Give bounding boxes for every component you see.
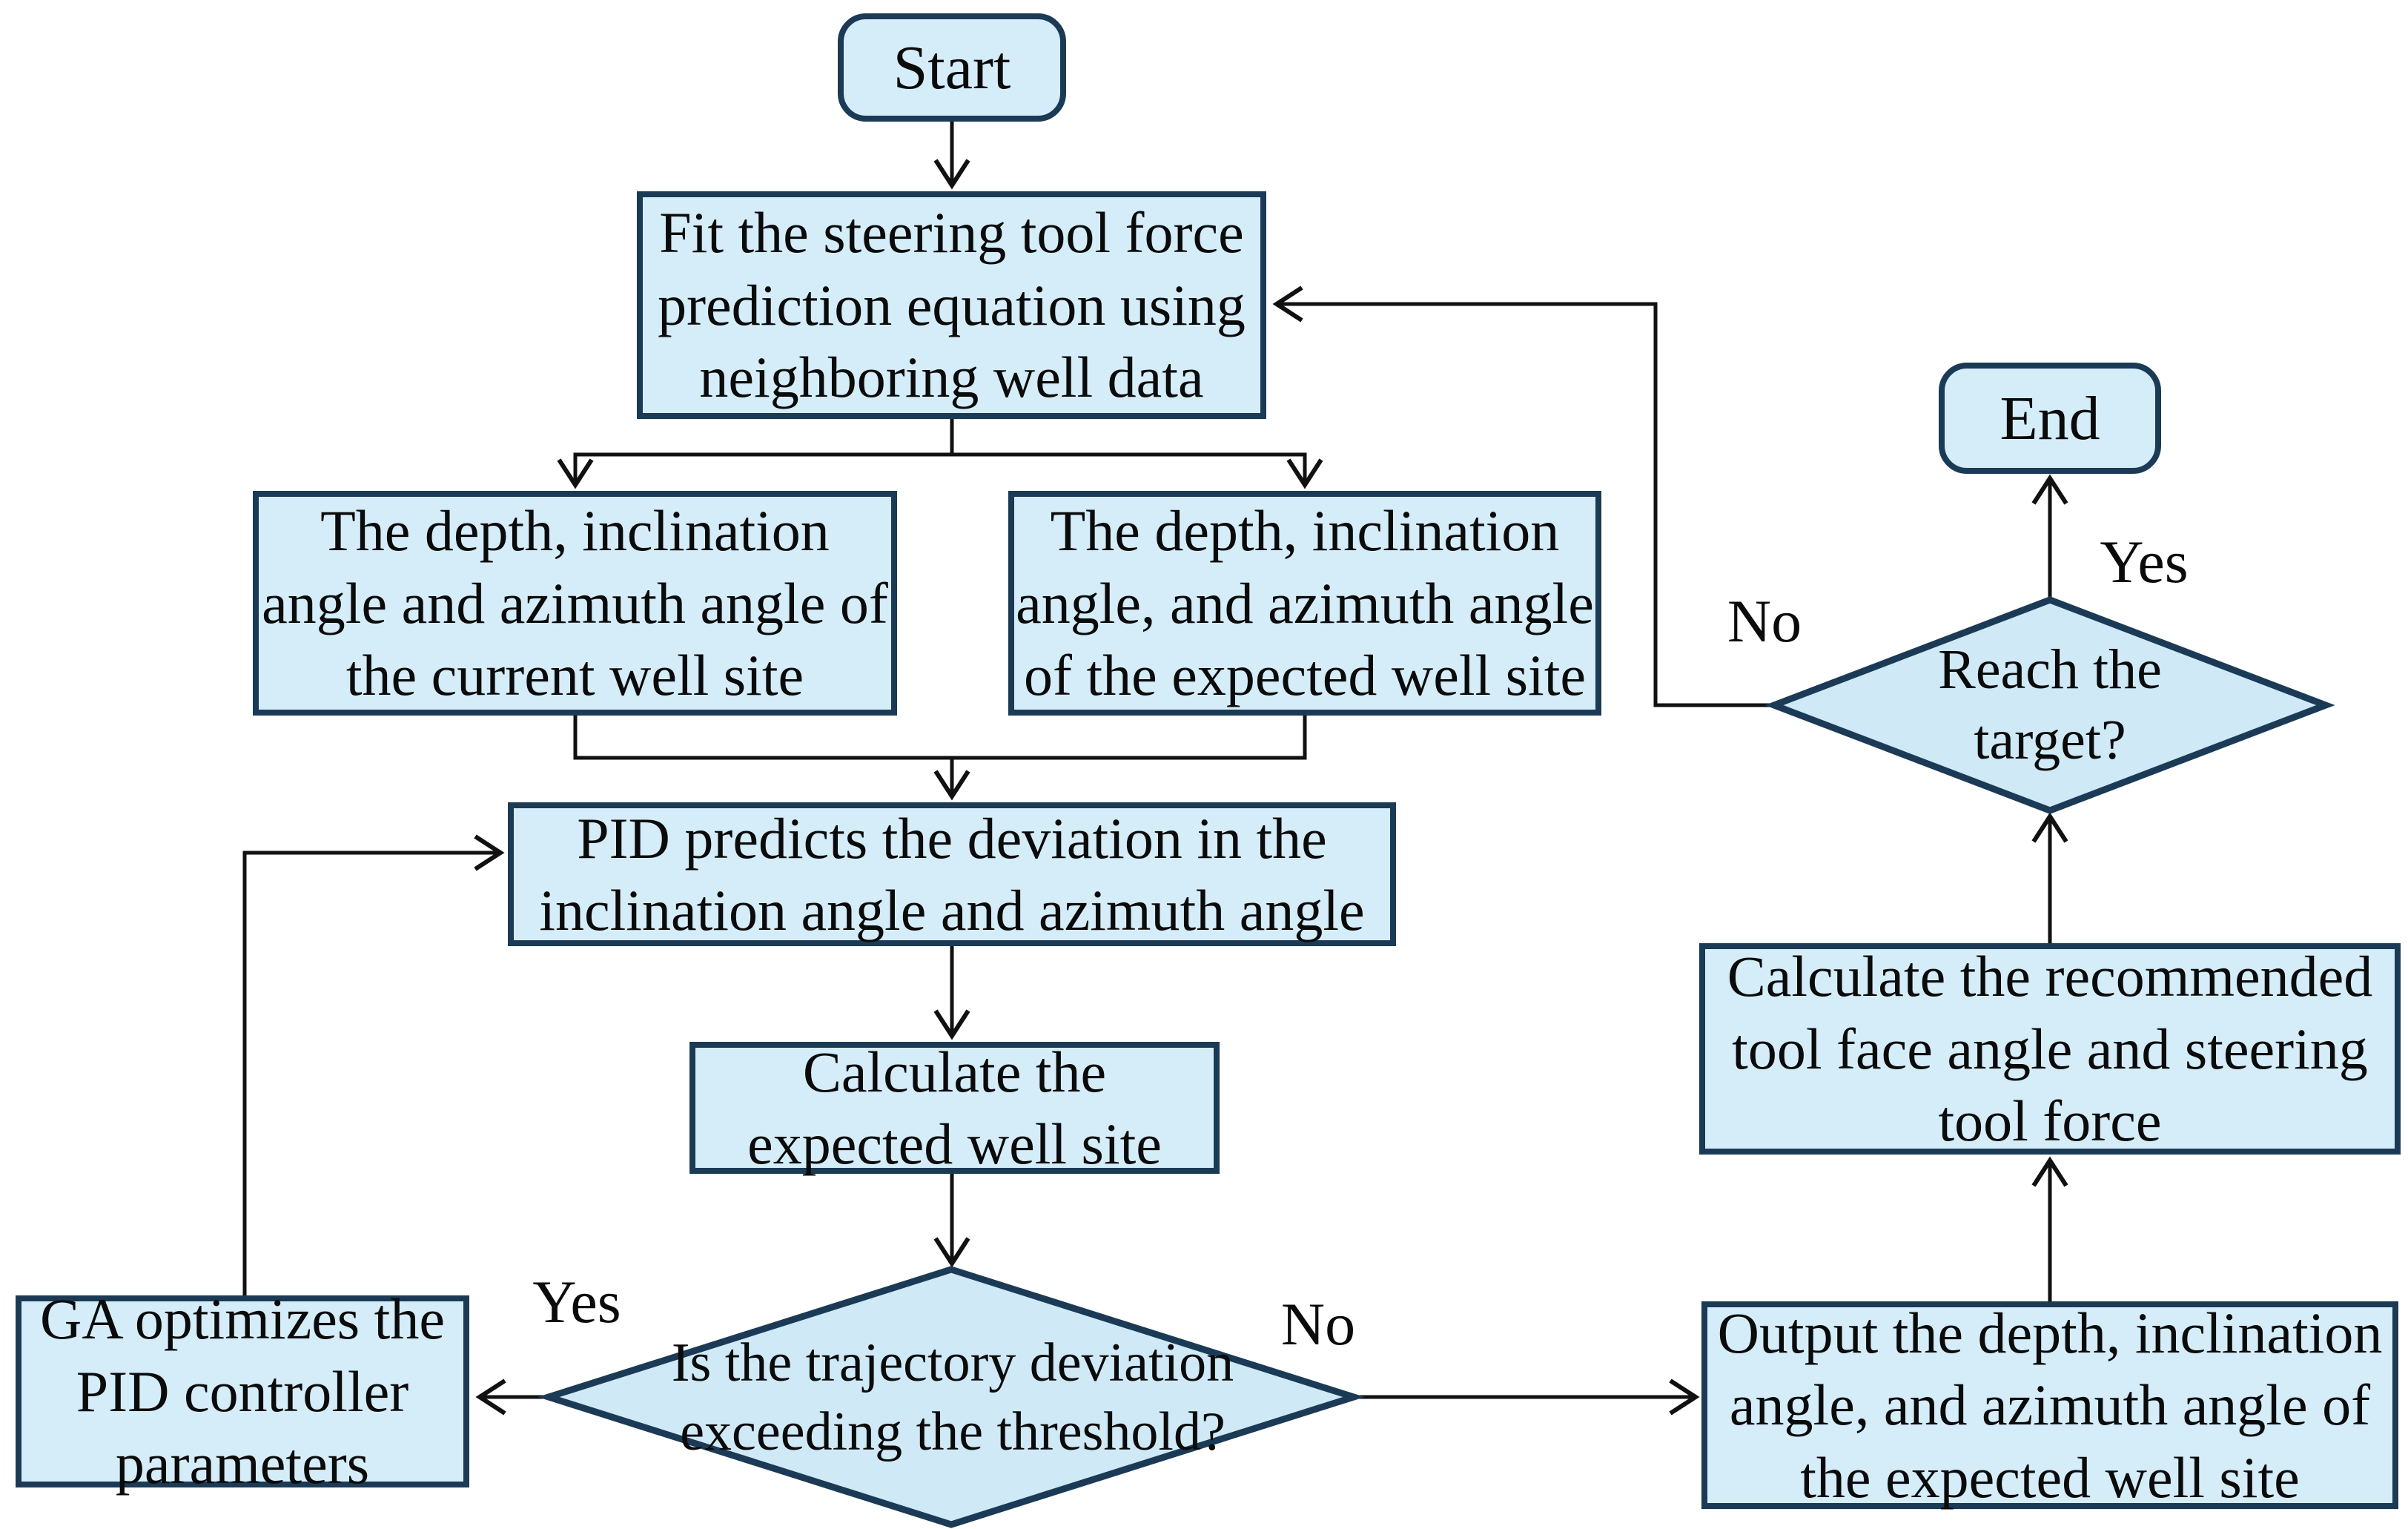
decision-reach-target-shape (1764, 596, 2335, 814)
connector-expected-site-to-merge (952, 716, 1307, 760)
connector-current-site-to-merge (573, 716, 952, 760)
edge-label-deviation-yes: Yes (532, 1268, 621, 1335)
node-calculate-recommended-force: Calculate the recommended tool face angl… (1699, 943, 2401, 1155)
node-start: Start (838, 13, 1066, 122)
edge-label-deviation-no: No (1280, 1290, 1356, 1358)
decision-reach-target-label: Reach the target? (1938, 638, 2162, 771)
node-fit-equation: Fit the steering tool force prediction e… (637, 191, 1266, 419)
node-end: End (1939, 363, 2161, 474)
edge-label-target-yes: Yes (2100, 528, 2189, 595)
node-pid-predicts: PID predicts the deviation in the inclin… (508, 802, 1396, 946)
connector-target-no-to-fit (1272, 285, 1774, 707)
node-ga-optimizes: GA optimizes the PID controller paramete… (16, 1287, 469, 1496)
node-output-expected-site: Output the depth, inclination angle, and… (1701, 1301, 2398, 1510)
node-calculate-expected-site: Calculate the expected well site (689, 1040, 1220, 1176)
decision-trajectory-deviation-shape (538, 1266, 1365, 1528)
connector-ga-to-pid (242, 834, 505, 1295)
connector-fit-to-current-site (557, 419, 954, 489)
decision-trajectory-deviation-label: Is the trajectory deviation exceeding th… (671, 1332, 1234, 1462)
node-current-well-site: The depth, inclination angle and azimuth… (253, 491, 897, 716)
node-expected-well-site: The depth, inclination angle, and azimut… (1008, 491, 1601, 716)
edge-label-target-no: No (1727, 587, 1802, 655)
connector-fit-to-expected-site (952, 452, 1323, 489)
